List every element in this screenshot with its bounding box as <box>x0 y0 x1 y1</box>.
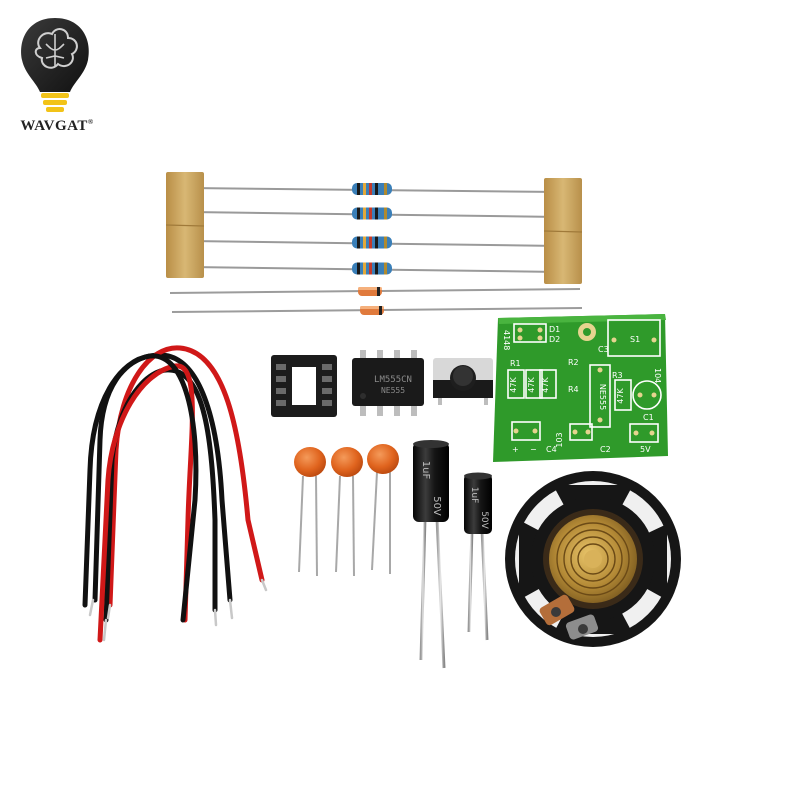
pcb-5v-label: 5V <box>640 445 651 454</box>
resistor-3 <box>352 236 392 249</box>
ceramic-capacitors <box>294 444 399 577</box>
electrolytic-capacitors: 1uF 50V 1uF 50V <box>413 440 492 669</box>
pcb-c3-label: C3 <box>598 345 609 354</box>
resistor-2 <box>352 207 392 220</box>
large-cap-voltage: 50V <box>431 496 442 516</box>
pcb-r1-designator: R1 <box>510 359 521 368</box>
pcb-r1-value: 47K <box>509 377 518 393</box>
pcb-r2-value: 47K <box>527 377 536 393</box>
pcb-d2-label: D2 <box>549 335 560 344</box>
chip-marking-bottom: NE555 <box>381 386 405 395</box>
resistor-strip <box>165 172 583 284</box>
pcb-c1-label: C1 <box>643 413 654 422</box>
speaker <box>505 471 681 647</box>
pcb-104-code: 104 <box>653 368 662 383</box>
ne555-chip: LM555CN NE555 <box>352 350 424 416</box>
jumper-wires <box>82 345 268 643</box>
ic-socket <box>271 355 337 417</box>
pcb-r3-value: 47K <box>541 377 550 393</box>
svg-text:−: − <box>530 445 537 454</box>
pcb-r4-value: 47K <box>616 388 625 404</box>
pcb-switch-label: S1 <box>630 335 640 344</box>
diodes <box>169 287 583 315</box>
brand-name: WAVGAT® <box>20 118 94 134</box>
svg-text:+: + <box>512 445 519 454</box>
pcb-board: NE555 S1 47K 47K 47K 47K D1 D2 C3 C4 C2 … <box>493 314 668 462</box>
chip-marking-top: LM555CN <box>374 375 412 385</box>
small-cap-voltage: 50V <box>479 511 489 529</box>
brand-logo <box>21 18 89 112</box>
large-cap-value: 1uF <box>420 461 431 480</box>
pcb-c2-label: C2 <box>600 445 611 454</box>
resistor-1 <box>352 183 392 195</box>
push-button-switch <box>433 358 493 405</box>
small-cap-value: 1uF <box>469 487 479 504</box>
pcb-cap-code: 103 <box>555 432 564 447</box>
pcb-ic-label: NE555 <box>598 384 607 410</box>
resistor-4 <box>352 262 392 275</box>
pcb-4148-code: 4148 <box>502 330 511 350</box>
pcb-r2-designator: R2 <box>568 358 579 367</box>
pcb-d1-label: D1 <box>549 325 560 334</box>
pcb-r3-designator: R3 <box>612 371 623 380</box>
pcb-c4-label: C4 <box>546 445 557 454</box>
pcb-r4-designator: R4 <box>568 385 579 394</box>
